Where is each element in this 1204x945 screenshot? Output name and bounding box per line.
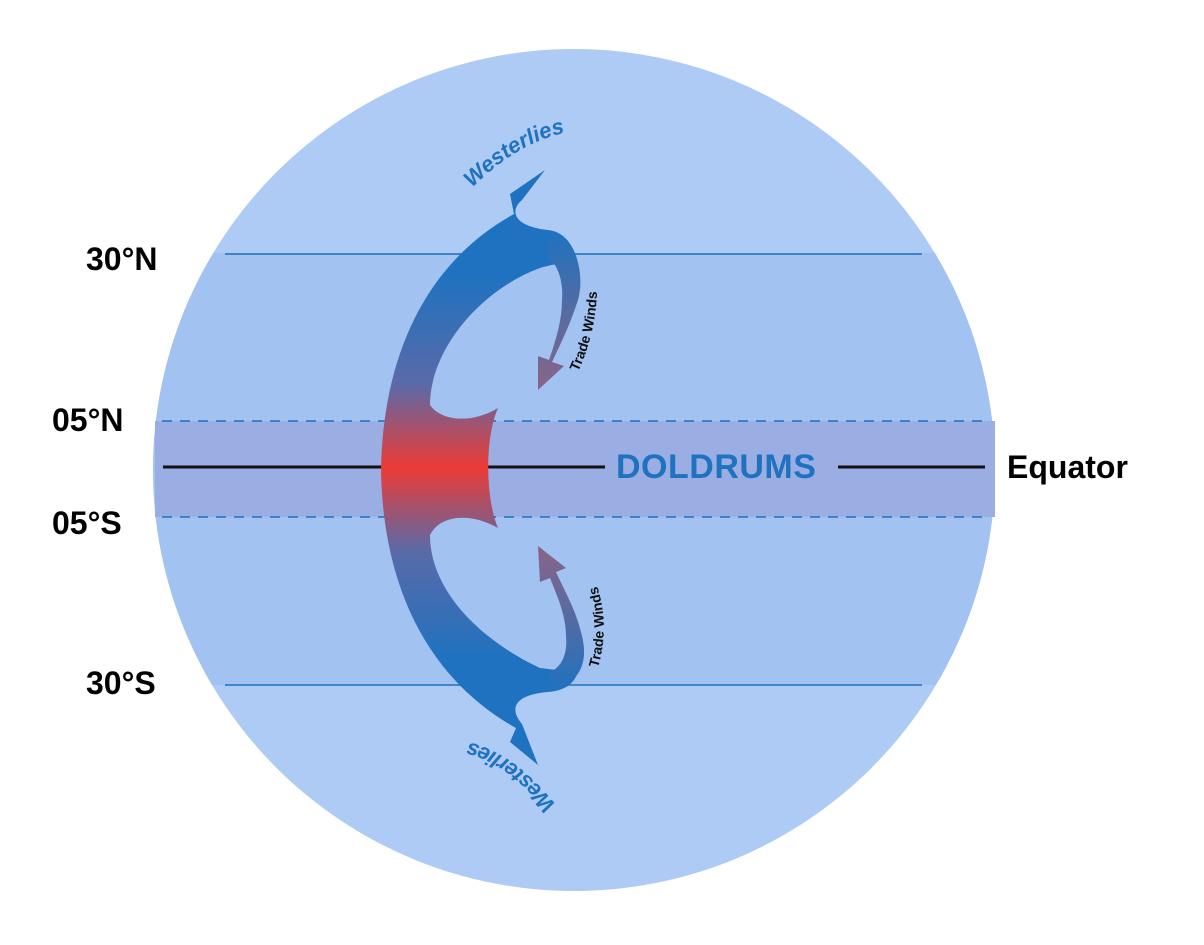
doldrums-band: [155, 421, 995, 517]
doldrums-label: DOLDRUMS: [616, 448, 817, 486]
latitude-label-30s: 30°S: [86, 665, 156, 701]
latitude-label-05n: 05°N: [52, 402, 124, 438]
trade-winds-north-arrow: [538, 232, 581, 390]
trade-winds-south-label: Trade Winds: [585, 585, 607, 669]
equator-label: Equator: [1007, 449, 1128, 485]
latitude-label-05s: 05°S: [52, 505, 122, 541]
latitude-label-30n: 30°N: [86, 241, 158, 277]
trade-winds-south-arrow: [538, 546, 585, 690]
circulation-arrow: [381, 170, 581, 765]
